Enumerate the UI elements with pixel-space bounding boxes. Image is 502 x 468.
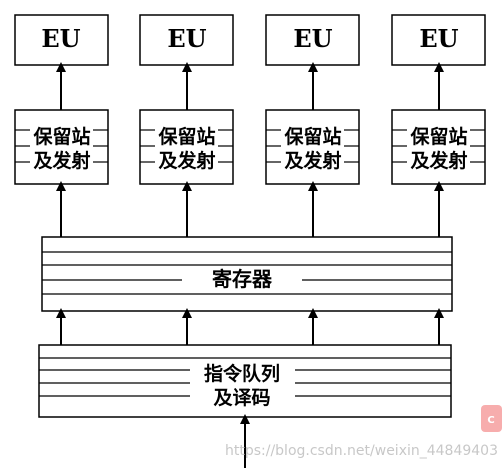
rs-label-line2: 及发射 (33, 149, 90, 172)
eu-box-3: EU (265, 14, 360, 66)
register-file: 寄存器 (41, 236, 453, 312)
reservation-station-4: 保留站 及发射 (391, 109, 486, 185)
instruction-queue: 指令队列 及译码 (38, 344, 452, 418)
reservation-station-1: 保留站 及发射 (14, 109, 109, 185)
instruction-queue-label-line2: 及译码 (213, 387, 270, 409)
eu-label: EU (419, 24, 458, 53)
instruction-queue-label-line1: 指令队列 (204, 362, 280, 385)
reservation-station-2: 保留站 及发射 (139, 109, 234, 185)
eu-label: EU (41, 24, 80, 53)
register-file-label: 寄存器 (212, 267, 273, 291)
eu-box-2: EU (139, 14, 234, 66)
rs-label-line1: 保留站 (409, 125, 467, 148)
rs-label-line1: 保留站 (157, 125, 215, 148)
rs-label-line1: 保留站 (283, 125, 341, 148)
eu-box-1: EU (14, 14, 109, 66)
rs-label-line2: 及发射 (284, 149, 341, 172)
rs-label-line2: 及发射 (410, 149, 467, 172)
eu-box-4: EU (391, 14, 486, 66)
eu-label: EU (293, 24, 332, 53)
csdn-icon: C (487, 415, 494, 426)
watermark-badge: C (481, 405, 502, 432)
rs-label-line2: 及发射 (158, 149, 215, 172)
eu-label: EU (167, 24, 206, 53)
rs-label-line1: 保留站 (32, 125, 90, 148)
reservation-station-3: 保留站 及发射 (265, 109, 360, 185)
watermark-text: https://blog.csdn.net/weixin_44849403 (225, 443, 498, 459)
